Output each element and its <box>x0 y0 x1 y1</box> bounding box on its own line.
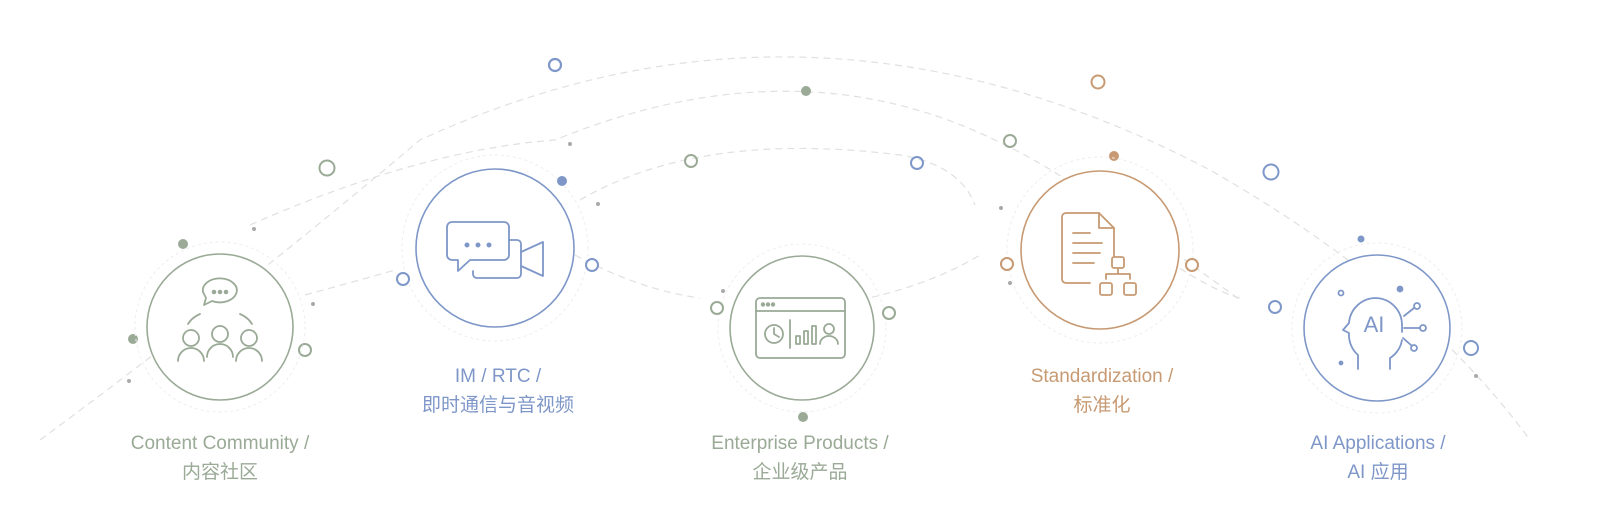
ring-dot <box>585 258 599 272</box>
node-ai-applications: AI <box>1291 242 1463 414</box>
node-halo <box>1291 242 1463 414</box>
node-content-community <box>134 241 306 413</box>
dot <box>910 156 924 170</box>
label-en: Standardization / <box>1030 366 1174 387</box>
dot <box>1008 281 1012 285</box>
label-content-community: Content Community / 内容社区 <box>70 429 370 487</box>
community-chat-icon <box>177 277 263 362</box>
node-halo <box>401 154 589 342</box>
label-zh: 标准化 <box>1073 395 1131 416</box>
document-flowchart-icon <box>1061 212 1137 296</box>
node-enterprise-products <box>710 243 896 422</box>
label-zh: 内容社区 <box>181 462 258 483</box>
decorative-dots <box>127 57 1479 383</box>
node-ring <box>729 255 875 401</box>
link-3-4 <box>859 254 981 301</box>
dot <box>127 379 131 383</box>
dot <box>999 206 1003 210</box>
node-standardization <box>1000 156 1199 344</box>
node-ring <box>1020 170 1180 330</box>
label-en: AI Applications / <box>1310 433 1446 454</box>
node-im-rtc <box>396 154 599 342</box>
label-en: IM / RTC / <box>454 366 542 387</box>
label-zh: AI 应用 <box>1347 462 1409 483</box>
node-ring <box>146 253 294 401</box>
dot <box>1474 374 1478 378</box>
label-standardization: Standardization / 标准化 <box>952 362 1252 420</box>
ring-dot <box>557 176 567 186</box>
node-ring <box>415 168 575 328</box>
dot <box>128 334 138 344</box>
ring-dot <box>396 272 410 286</box>
ai-head-icon <box>1337 285 1427 370</box>
inner-arc <box>579 147 976 206</box>
dot <box>721 289 725 293</box>
ring-dot <box>1185 258 1199 272</box>
label-im-rtc: IM / RTC / 即时通信与音视频 <box>348 362 648 420</box>
dot <box>1463 340 1479 356</box>
middle-arc <box>249 90 1241 301</box>
label-zh: 企业级产品 <box>752 462 848 483</box>
dot <box>298 343 312 357</box>
dot <box>568 142 572 146</box>
dashboard-window-icon <box>755 297 846 359</box>
dot <box>1090 74 1106 90</box>
link-4-5 <box>1159 254 1241 299</box>
ring-dot <box>882 306 896 320</box>
node-halo <box>717 243 887 413</box>
dot <box>1268 300 1282 314</box>
label-zh: 即时通信与音视频 <box>421 395 574 416</box>
label-en: Content Community / <box>130 433 310 454</box>
label-enterprise-products: Enterprise Products / 企业级产品 <box>650 429 950 487</box>
dot <box>1357 235 1365 243</box>
dot <box>547 57 563 73</box>
dot <box>1003 134 1017 148</box>
dot <box>311 302 315 306</box>
dot <box>178 239 188 249</box>
dot <box>1262 163 1280 181</box>
dot <box>252 227 256 231</box>
dot <box>1109 151 1119 161</box>
label-ai-applications: AI Applications / AI 应用 <box>1228 429 1528 487</box>
link-1-2 <box>304 269 396 296</box>
ai-icon-text: AI <box>1364 312 1385 337</box>
ring-dot <box>1000 257 1014 271</box>
dot <box>684 154 698 168</box>
chat-video-icon <box>446 221 544 279</box>
node-halo <box>134 241 306 413</box>
label-en: Enterprise Products / <box>711 433 889 454</box>
dot <box>801 86 811 96</box>
ring-dot <box>798 412 808 422</box>
dot <box>318 159 336 177</box>
node-halo <box>1006 156 1194 344</box>
dot <box>596 202 600 206</box>
ring-dot <box>710 301 724 315</box>
